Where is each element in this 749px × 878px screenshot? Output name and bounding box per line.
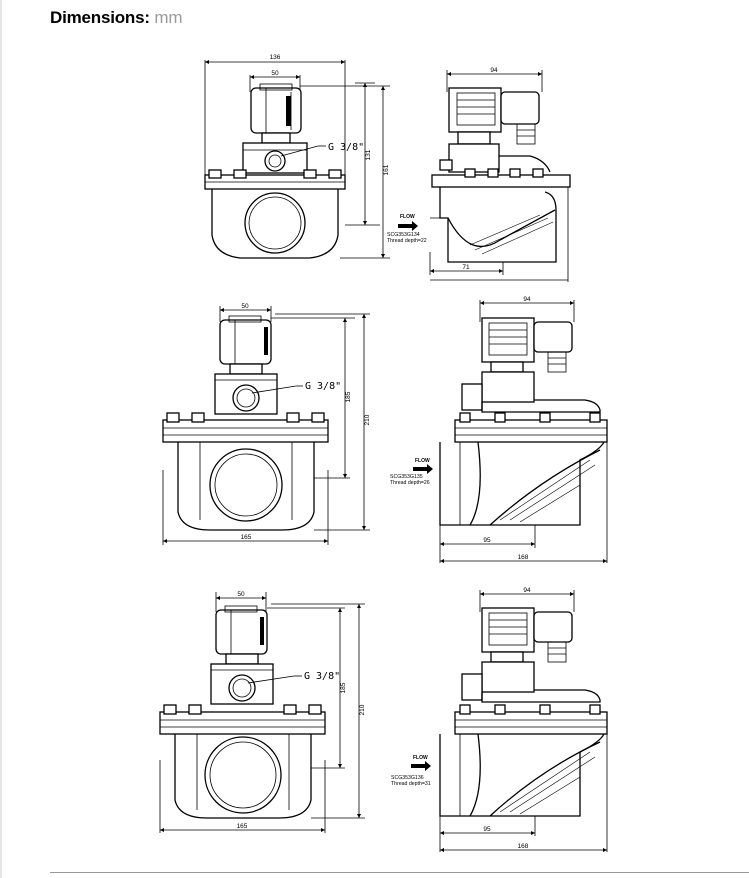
dim-coil-width: 50 [241,303,249,310]
flow-label: FLOW [400,214,415,220]
dim-height-coil: 185 [340,682,347,693]
dim-width-total: 136 [270,54,281,61]
model-code: SCG353G136 [391,775,424,781]
dim-length: 168 [518,843,529,850]
dim-width-total: 165 [241,534,252,541]
model-code: SCG353G134 [387,232,420,238]
port-label: G 3/8" [328,142,364,153]
dim-height-total: 210 [364,414,371,425]
flow-arrow-icon [413,464,433,474]
dim-depth: 94 [490,67,498,74]
thread-depth: Thread depth=22 [387,238,427,244]
model-code: SCG353G135 [390,474,423,480]
view-2-front: 50 G 3/8" 165 [162,303,371,545]
dim-height-total: 161 [383,164,390,175]
dim-offset: 95 [483,537,491,544]
flow-arrow-icon [411,761,431,771]
thread-depth: Thread depth=26 [390,480,430,486]
dim-offset: 95 [483,826,491,833]
view-2-side: 94 FLOW SCG353G135 Thread depth=26 [390,296,608,563]
flow-label: FLOW [413,755,428,761]
dim-coil-width: 50 [271,70,279,77]
dim-height-coil: 131 [365,149,372,160]
port-label: G 3/8" [304,671,340,682]
dim-height-coil: 185 [345,391,352,402]
dim-width-total: 165 [237,823,248,830]
dim-depth: 94 [523,587,531,594]
view-1-front: 136 50 G 3/8" [204,54,390,259]
flow-label: FLOW [415,458,430,464]
view-3-front: 50 G 3/8" 165 185 210 [159,591,366,833]
dim-depth: 94 [523,296,531,303]
dim-coil-width: 50 [237,591,245,598]
port-label: G 3/8" [305,381,341,392]
view-1-side: 94 FLOW SCG353G134 Thread depth=2 [387,67,571,282]
view-3-side: 94 FLOW SCG353G136 Thread depth=31 [391,587,608,852]
page-title: Dimensions: mm [50,8,182,28]
unit-label: mm [154,8,183,27]
page-left-border [0,0,2,878]
dim-height-total: 210 [359,704,366,715]
title-label: Dimensions: [50,8,150,27]
bottom-divider [50,872,749,873]
dim-length: 168 [518,554,529,561]
thread-depth: Thread depth=31 [391,781,431,787]
flow-arrow-icon [398,221,418,231]
dim-offset: 71 [462,264,470,271]
